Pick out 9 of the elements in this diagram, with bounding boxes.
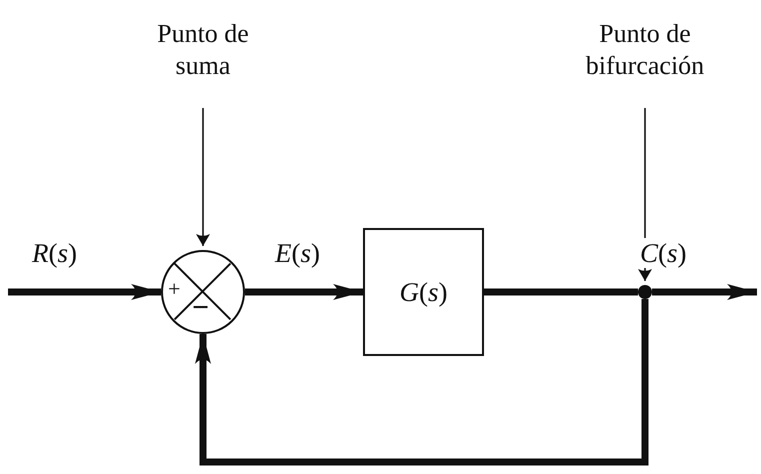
plus-sign: + [168,276,180,302]
annotation-text: Punto de suma [148,18,258,86]
summing-junction [161,250,245,334]
annotation-text: Punto de bifurcación [565,18,725,86]
transfer-function-block [363,228,484,356]
block-label: G(s) [399,276,448,308]
branch-point [638,285,652,299]
minus-sign: − [192,295,210,321]
signal-label: C(s) [640,238,687,268]
